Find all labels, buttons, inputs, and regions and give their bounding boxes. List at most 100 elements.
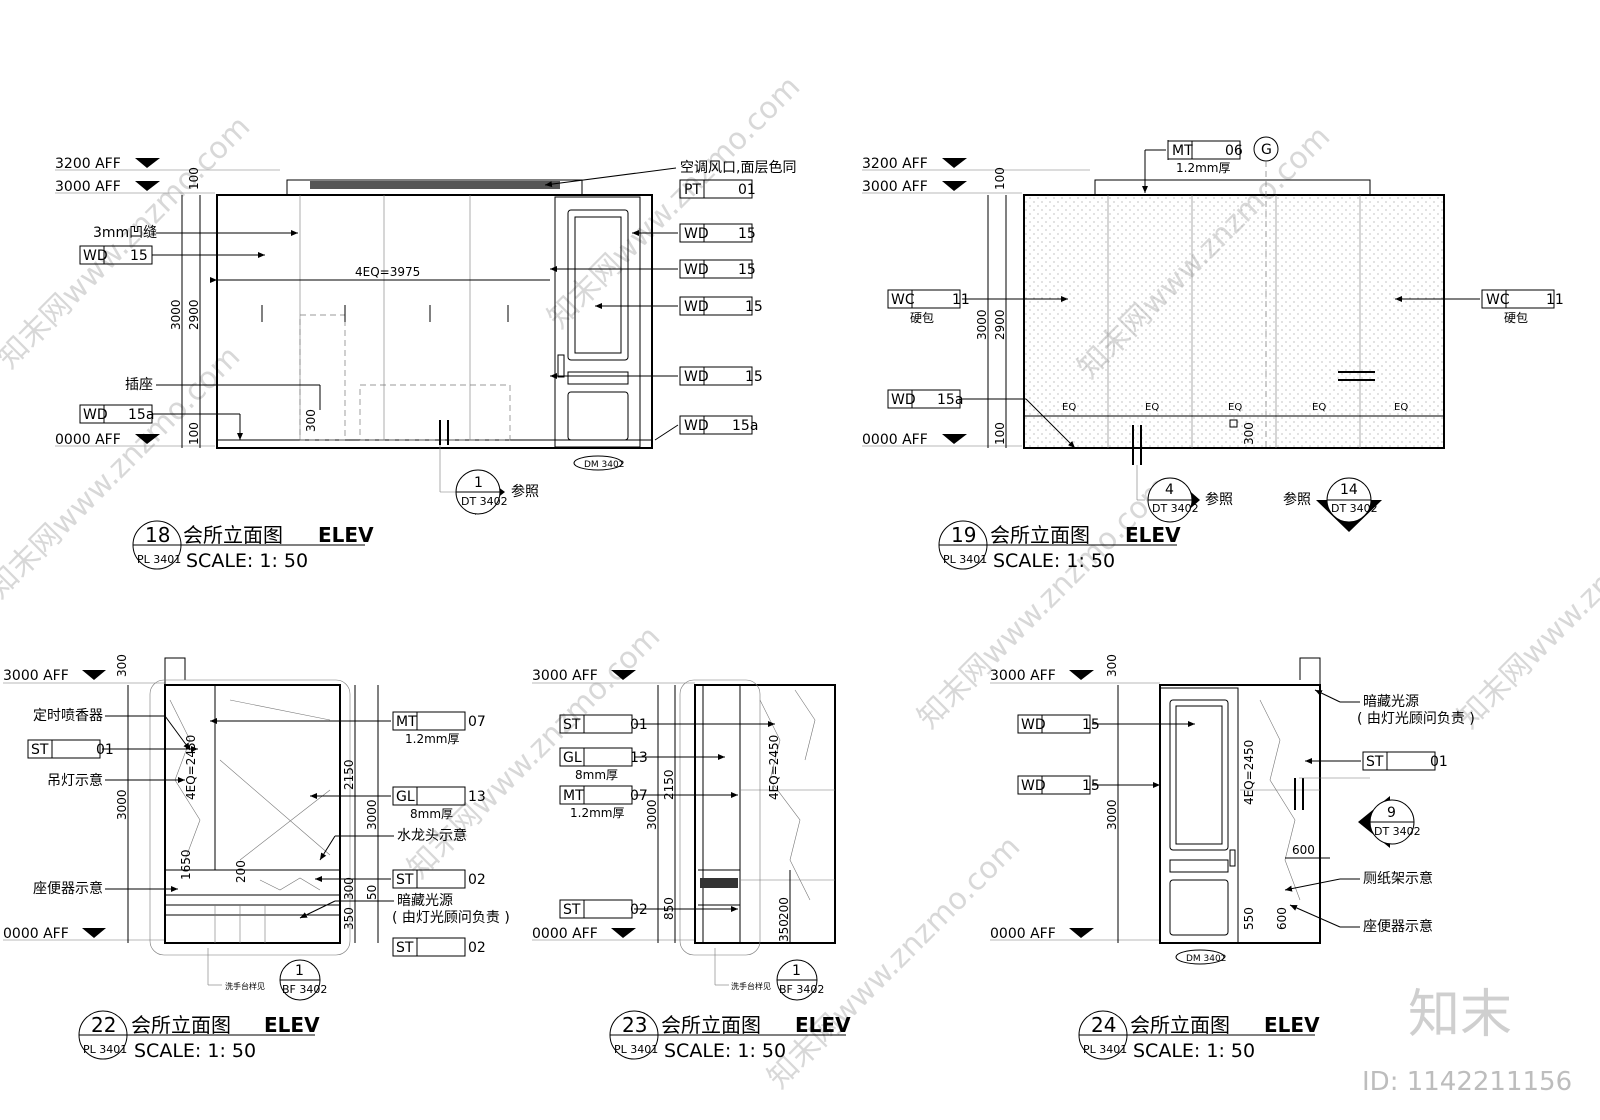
svg-text:SCALE: 1: 50: SCALE: 1: 50 [134,1040,256,1062]
svg-text:PL 3401: PL 3401 [614,1043,658,1056]
level-3000: 3000 AFF [862,179,928,195]
svg-text:ST: ST [396,872,414,888]
dim-2150: 2150 [342,759,356,790]
svg-text:WC: WC [1486,292,1510,308]
tag-st: ST 01 [1305,751,1448,771]
tag-wd1: WD 15 [1017,714,1195,734]
note-faucet: 水龙头示意 [397,827,467,844]
tag-wd4: WD 15 [550,366,763,386]
svg-text:会所立面图: 会所立面图 [131,1013,231,1037]
dim-3000b: 3000 [365,799,379,830]
svg-text:SCALE: 1: 50: SCALE: 1: 50 [993,550,1115,572]
title-18: 18 PL 3401 会所立面图 ELEV SCALE: 1: 50 [132,520,374,572]
level-0000: 0000 AFF [55,432,121,448]
svg-text:9: 9 [1387,805,1396,821]
dim-2900: 2900 [993,309,1007,340]
note-socket: 插座 [125,377,153,393]
svg-text:EQ: EQ [1228,402,1242,413]
note-toilet: 座便器示意 [1363,918,1433,935]
svg-text:SCALE: 1: 50: SCALE: 1: 50 [664,1040,786,1062]
svg-text:23: 23 [622,1013,647,1037]
svg-text:19: 19 [951,523,976,547]
svg-text:4: 4 [1165,482,1174,498]
detail-callout-1: 1 BF 3402 [279,959,327,1001]
dim-200: 200 [777,897,791,920]
svg-text:PT: PT [684,182,701,198]
svg-text:02: 02 [468,940,486,956]
tag-wd-left1: WD 15 [79,245,265,265]
svg-text:EQ: EQ [1062,402,1076,413]
svg-text:15a: 15a [732,418,758,434]
ref-label: 参照 [1283,491,1311,508]
level-3000: 3000 AFF [55,179,121,195]
watermark: 知末网www.znzmo.com [1451,469,1600,735]
svg-text:1: 1 [295,963,304,979]
svg-text:WD: WD [1021,717,1046,733]
brand-logo: 知末 [1408,985,1512,1045]
svg-text:15: 15 [738,262,756,278]
dim-top: 100 [187,167,201,190]
level-0000: 0000 AFF [532,926,598,942]
svg-text:07: 07 [630,788,648,804]
note-lamp: 吊灯示意 [47,772,103,789]
svg-text:WD: WD [891,392,916,408]
dim-bottom: 100 [993,422,1007,445]
tag-wc1: WC 11 硬包 [887,289,1068,325]
title-19: 19 PL 3401 会所立面图 ELEV SCALE: 1: 50 [938,520,1181,572]
svg-text:会所立面图: 会所立面图 [661,1013,761,1037]
dim-3000: 3000 [169,299,183,330]
svg-text:15: 15 [1082,717,1100,733]
svg-text:DT 3402: DT 3402 [1374,825,1421,838]
svg-text:WD: WD [684,226,709,242]
svg-text:BF 3402: BF 3402 [779,983,824,996]
svg-text:ST: ST [31,742,49,758]
svg-text:ELEV: ELEV [795,1013,851,1037]
svg-text:01: 01 [738,182,756,198]
svg-text:WD: WD [684,369,709,385]
detail-callout-1: 1 DT 3402 [455,469,508,515]
svg-text:WD: WD [684,299,709,315]
svg-text:ST: ST [1366,754,1384,770]
ref-label: 参照 [1205,491,1233,508]
svg-text:11: 11 [1546,292,1564,308]
level-3000: 3000 AFF [3,668,69,684]
elevation-18: 3200 AFF 3000 AFF 0000 AFF [55,156,796,572]
svg-text:15: 15 [130,248,148,264]
svg-text:15: 15 [745,369,763,385]
svg-text:GL: GL [396,789,415,805]
svg-text:EQ: EQ [1312,402,1326,413]
dim-small: 300 [304,409,318,432]
image-id: ID: 1142211156 [1362,1067,1572,1097]
dim-600: 600 [1275,907,1289,930]
svg-text:06: 06 [1225,143,1243,159]
svg-text:18: 18 [145,523,170,547]
svg-text:SCALE: 1: 50: SCALE: 1: 50 [1133,1040,1255,1062]
watermark: 知末网www.znzmo.com [0,109,257,375]
svg-text:ELEV: ELEV [318,523,374,547]
dim-top: 100 [993,167,1007,190]
svg-text:13: 13 [630,750,648,766]
svg-text:ST: ST [563,717,581,733]
svg-text:WD: WD [684,262,709,278]
level-3000: 3000 AFF [990,668,1056,684]
note-light2: ( 由灯光顾问负责 ) [1357,711,1475,727]
svg-text:WD: WD [684,418,709,434]
dim-350: 350 [777,919,791,942]
watermark: 知末网www.znzmo.com [911,469,1177,735]
svg-text:15a: 15a [128,407,154,423]
svg-text:24: 24 [1091,1013,1116,1037]
dim-350: 350 [342,907,356,930]
note-light1: 暗藏光源 [397,893,453,909]
svg-text:MT: MT [1172,143,1193,159]
tag-st2: ST 02 [559,899,738,919]
tag-mt: MT 07 1.2mm厚 [559,785,738,820]
svg-text:SCALE: 1: 50: SCALE: 1: 50 [186,550,308,572]
svg-text:ST: ST [563,902,581,918]
svg-text:MT: MT [563,788,584,804]
door-ref: DM 3402 [1186,954,1226,964]
dim-3000: 3000 [645,799,659,830]
title-23: 23 PL 3401 会所立面图 ELEV SCALE: 1: 50 [609,1010,851,1062]
note-counter: 洗手台样见 [731,981,771,991]
svg-text:WD: WD [83,407,108,423]
dim-bottom: 100 [187,422,201,445]
